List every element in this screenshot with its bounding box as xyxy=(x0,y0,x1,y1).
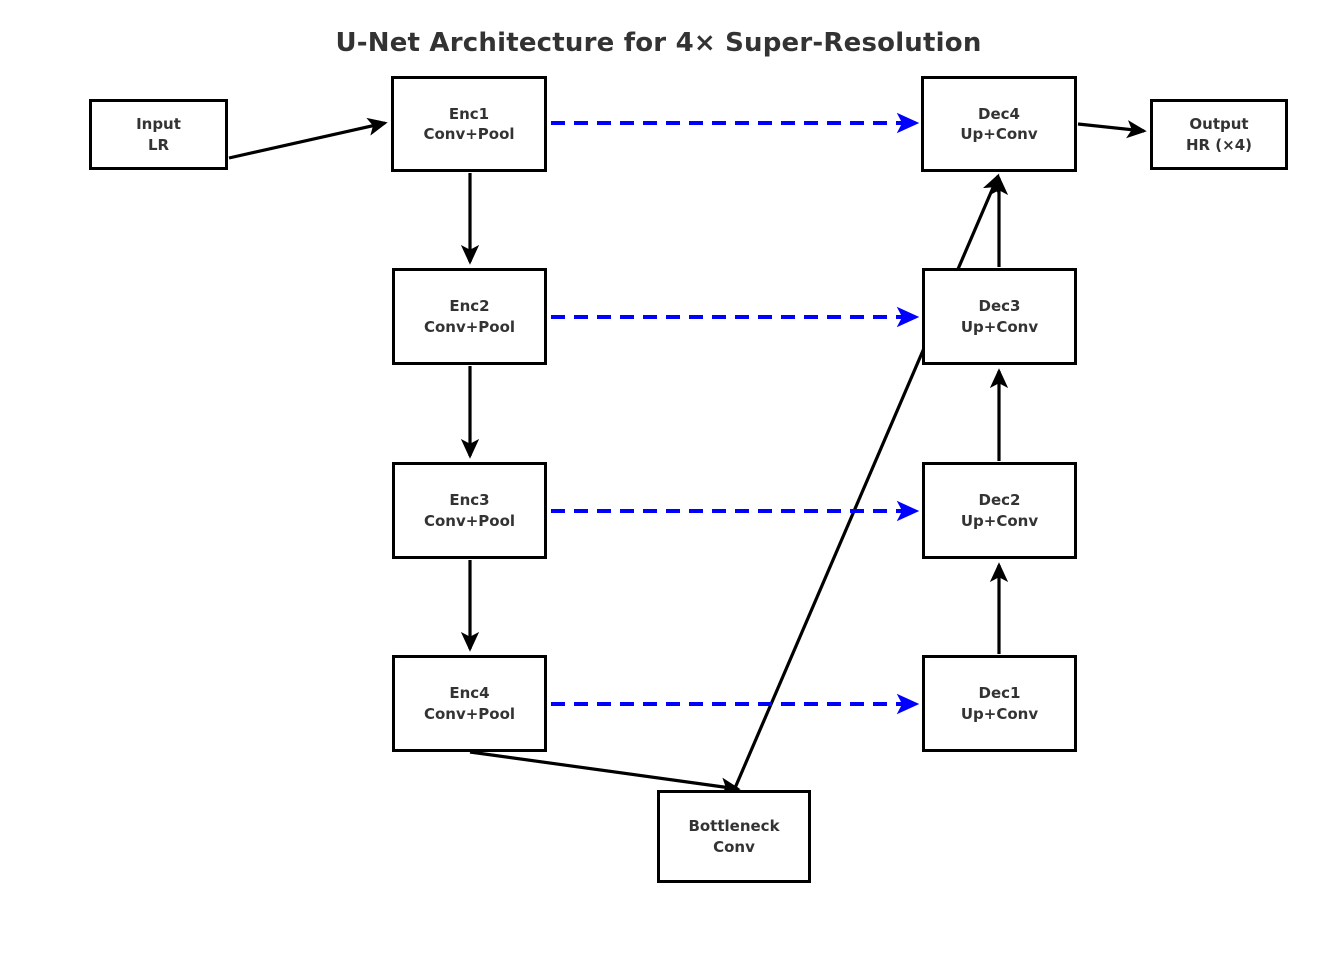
node-input-line2: LR xyxy=(147,135,170,154)
node-enc4-line2: Conv+Pool xyxy=(423,704,516,723)
node-enc2-line1: Enc2 xyxy=(449,297,490,316)
edge-enc4-to-bottleneck xyxy=(469,750,741,796)
node-input[interactable]: Input LR xyxy=(89,99,228,170)
node-input-line1: Input xyxy=(136,115,181,134)
node-enc3[interactable]: Enc3 Conv+Pool xyxy=(392,462,547,559)
node-enc1-line1: Enc1 xyxy=(448,104,490,123)
node-enc1[interactable]: Enc1 Conv+Pool xyxy=(391,76,547,172)
page-title: U-Net Architecture for 4× Super-Resoluti… xyxy=(335,28,982,58)
node-bottleneck-line2: Conv xyxy=(713,837,755,856)
node-dec2-line1: Dec2 xyxy=(978,491,1021,510)
node-bottleneck[interactable]: Bottleneck Conv xyxy=(657,790,811,883)
skip-edges xyxy=(551,112,920,715)
edge-input-to-enc1 xyxy=(228,117,388,160)
node-dec2-line2: Up+Conv xyxy=(960,511,1039,530)
edge-dec4-to-output xyxy=(1077,120,1147,139)
node-enc4[interactable]: Enc4 Conv+Pool xyxy=(392,655,547,752)
node-output[interactable]: Output HR (×4) xyxy=(1150,99,1288,170)
node-enc1-line2: Conv+Pool xyxy=(423,125,515,143)
node-bottleneck-line1: Bottleneck xyxy=(688,817,780,836)
node-enc4-line1: Enc4 xyxy=(449,684,490,703)
node-output-line1: Output xyxy=(1189,115,1249,134)
node-dec2[interactable]: Dec2 Up+Conv xyxy=(922,462,1077,559)
node-dec3-line1: Dec3 xyxy=(978,297,1021,316)
node-enc3-line1: Enc3 xyxy=(449,491,490,510)
node-dec1-line2: Up+Conv xyxy=(960,704,1039,723)
node-dec4-line1: Dec4 xyxy=(978,104,1020,123)
node-dec3[interactable]: Dec3 Up+Conv xyxy=(922,268,1077,365)
node-output-line2: HR (×4) xyxy=(1185,135,1253,154)
node-dec3-line2: Up+Conv xyxy=(960,317,1039,336)
node-enc2[interactable]: Enc2 Conv+Pool xyxy=(392,268,547,365)
node-dec1[interactable]: Dec1 Up+Conv xyxy=(922,655,1077,752)
node-dec1-line1: Dec1 xyxy=(978,684,1021,703)
node-dec4-line2: Up+Conv xyxy=(960,125,1038,143)
node-dec4[interactable]: Dec4 Up+Conv xyxy=(921,76,1077,172)
node-enc2-line2: Conv+Pool xyxy=(423,317,516,336)
node-enc3-line2: Conv+Pool xyxy=(423,511,516,530)
